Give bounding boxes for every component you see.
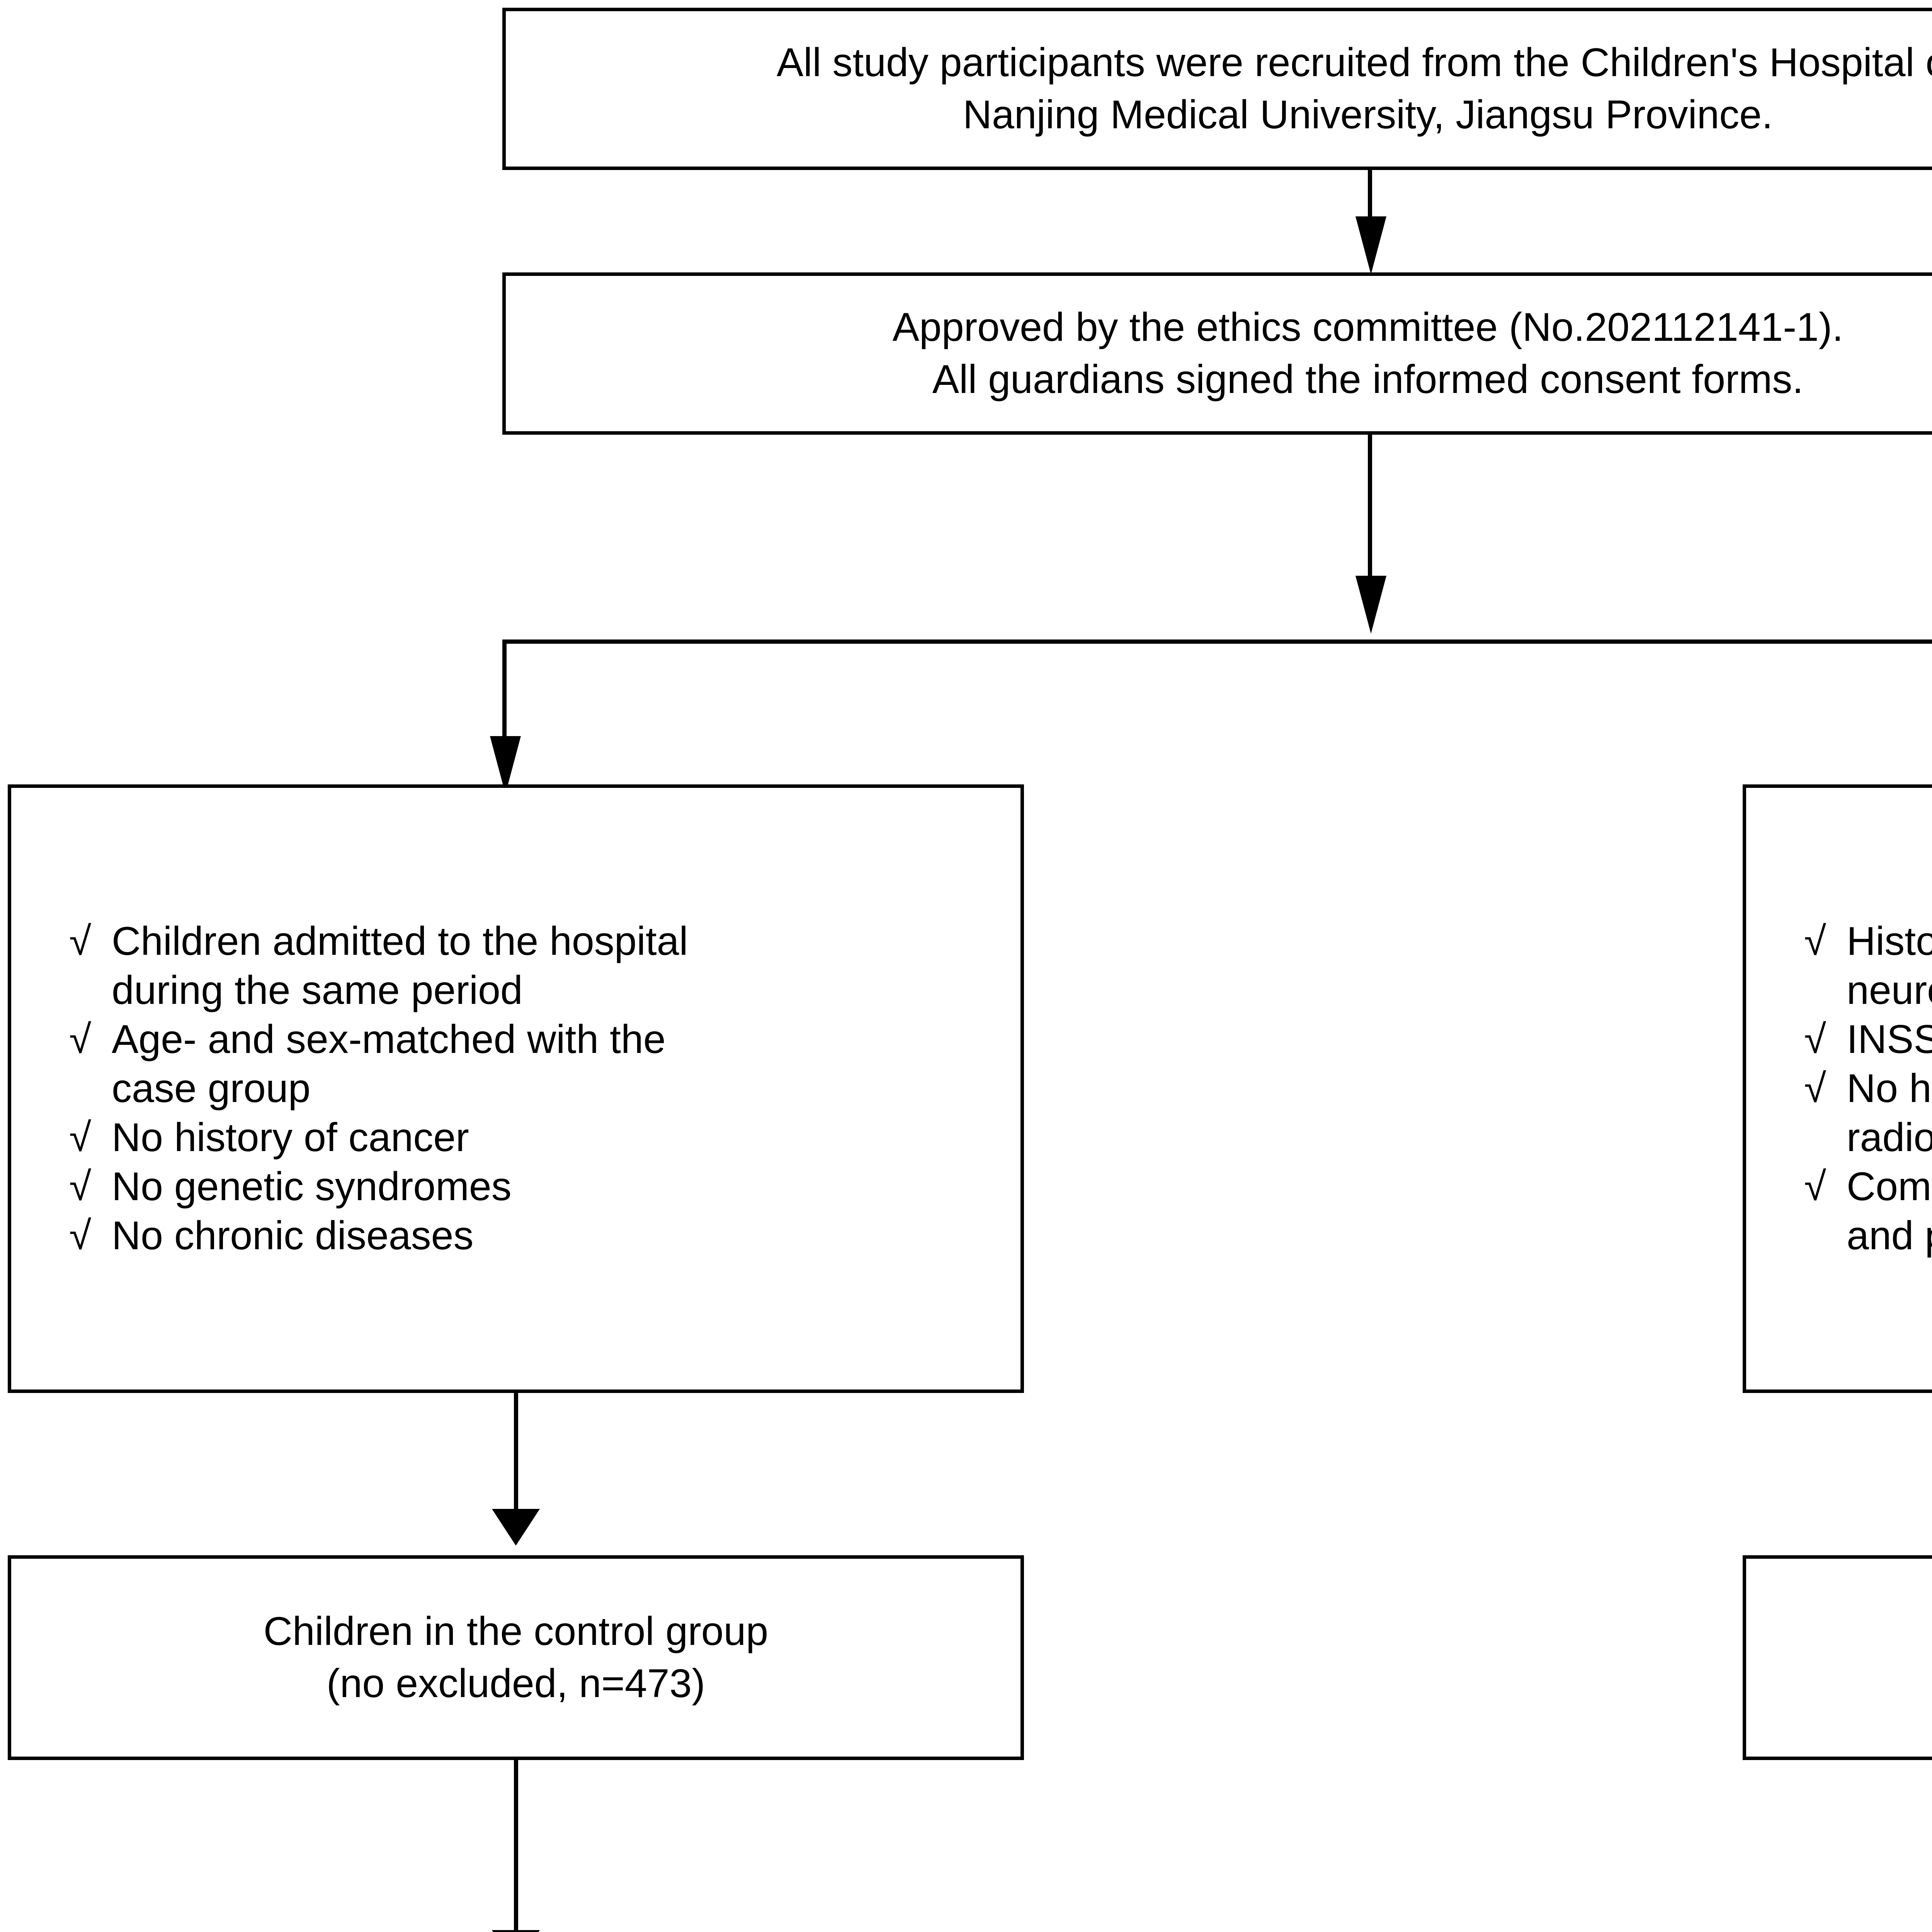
connector-ethics-to-split <box>1368 435 1372 589</box>
connector-recruitment-to-ethics <box>1368 170 1372 230</box>
list-item: √ No chronic diseases <box>69 1211 1020 1260</box>
list-item-label: No history of chemotherapy or radiothera… <box>1847 1066 1932 1160</box>
check-icon: √ <box>69 1164 92 1209</box>
check-icon: √ <box>69 1213 92 1258</box>
check-icon: √ <box>69 919 92 964</box>
node-recruitment: All study participants were recruited fr… <box>502 8 1932 170</box>
list-item: √ Histologically confirmed neuroblastoma <box>1804 917 1932 1015</box>
split-bar <box>502 639 1932 644</box>
node-case-group: Children in the case group (no excluded,… <box>1743 1555 1932 1760</box>
arrowhead-control-group-to-genotyping <box>492 1930 540 1932</box>
split-left-drop <box>502 639 507 752</box>
list-item: √ No history of cancer <box>69 1113 1020 1162</box>
list-item: √ Children admitted to the hospital duri… <box>69 917 1020 1015</box>
check-icon: √ <box>1804 1164 1827 1209</box>
list-item-label: No chronic diseases <box>112 1213 474 1258</box>
list-item-label: No genetic syndromes <box>112 1164 512 1209</box>
node-ethics-approval: Approved by the ethics committee (No.202… <box>502 272 1932 435</box>
node-control-group-line1: Children in the control group <box>263 1609 769 1654</box>
list-item-label: No history of cancer <box>112 1115 469 1160</box>
arrowhead-ethics-to-split <box>1355 576 1386 634</box>
list-item-label: INSS staging results <box>1847 1017 1932 1062</box>
check-icon: √ <box>69 1017 92 1062</box>
node-control-group-line2: (no excluded, n=473) <box>326 1661 706 1706</box>
check-icon: √ <box>69 1115 92 1160</box>
node-case-criteria: √ Histologically confirmed neuroblastoma… <box>1743 784 1932 1393</box>
list-item-label: Children admitted to the hospital during… <box>112 919 688 1013</box>
list-item: √ Complete clinical data (age, sex, and … <box>1804 1162 1932 1260</box>
list-item: √ No genetic syndromes <box>69 1162 1020 1211</box>
list-item-label: Histologically confirmed neuroblastoma <box>1847 919 1932 1013</box>
list-item-label: Complete clinical data (age, sex, and pr… <box>1847 1164 1932 1258</box>
control-criteria-list: √ Children admitted to the hospital duri… <box>11 917 1020 1260</box>
list-item: √ No history of chemotherapy or radiothe… <box>1804 1064 1932 1162</box>
node-ethics-line1: Approved by the ethics committee (No.202… <box>892 304 1844 350</box>
check-icon: √ <box>1804 919 1827 964</box>
connector-control-group-to-genotyping <box>514 1760 518 1930</box>
case-criteria-list: √ Histologically confirmed neuroblastoma… <box>1746 917 1932 1260</box>
node-recruitment-line1: All study participants were recruited fr… <box>776 40 1932 85</box>
node-recruitment-line2: Nanjing Medical University, Jiangsu Prov… <box>963 92 1773 137</box>
check-icon: √ <box>1804 1066 1827 1111</box>
arrowhead-control-criteria-to-control-group <box>492 1509 540 1546</box>
list-item: √ Age- and sex-matched with the case gro… <box>69 1015 1020 1113</box>
node-control-group: Children in the control group (no exclud… <box>8 1555 1024 1760</box>
arrowhead-recruitment-to-ethics <box>1355 216 1386 274</box>
node-ethics-line2: All guardians signed the informed consen… <box>932 357 1804 402</box>
list-item: √ INSS staging results <box>1804 1015 1932 1064</box>
node-control-criteria: √ Children admitted to the hospital duri… <box>8 784 1024 1393</box>
check-icon: √ <box>1804 1017 1827 1062</box>
list-item-label: Age- and sex-matched with the case group <box>112 1017 666 1111</box>
connector-control-criteria-to-control-group <box>514 1393 518 1509</box>
